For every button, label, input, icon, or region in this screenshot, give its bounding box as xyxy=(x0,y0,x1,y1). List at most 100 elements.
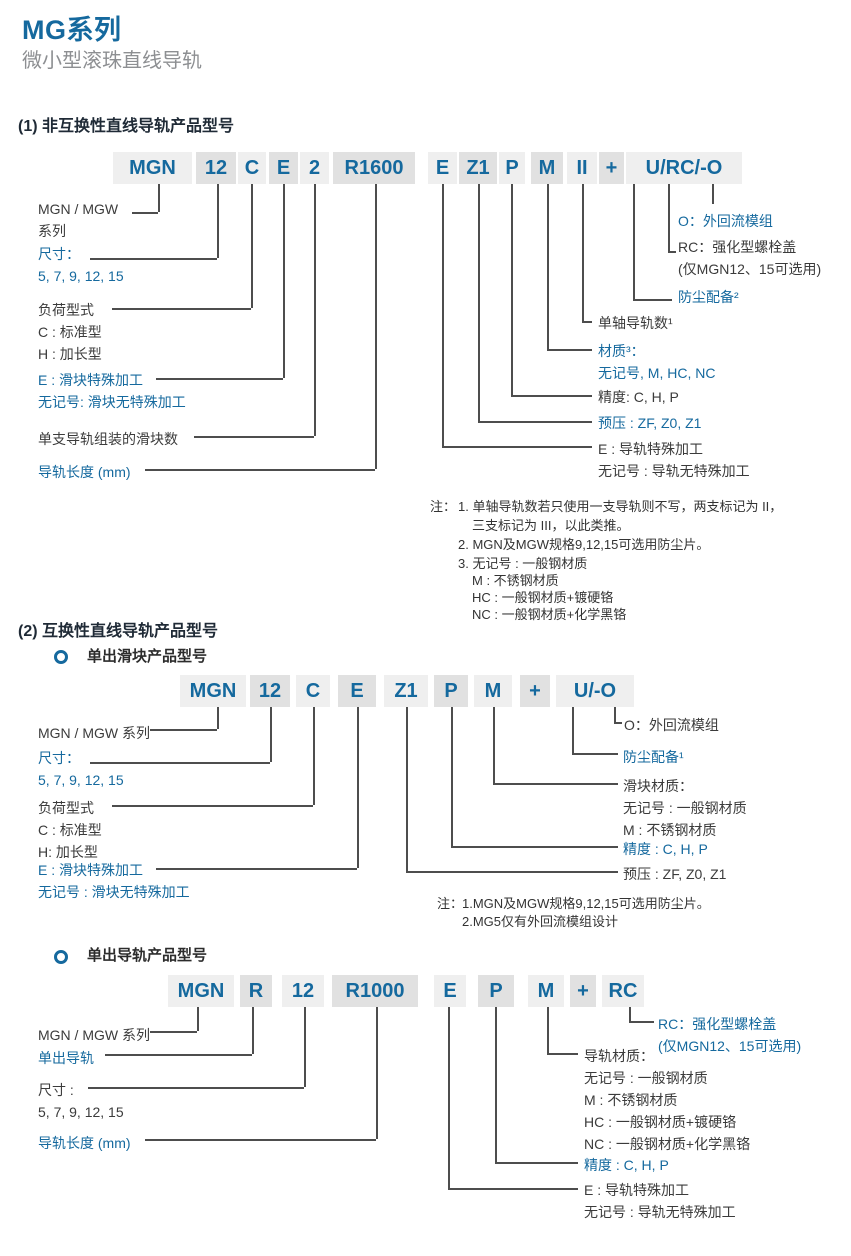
model-segment: P xyxy=(434,675,468,707)
connector-line xyxy=(270,707,272,762)
label-line: 单出导轨 xyxy=(38,1050,94,1066)
connector-line xyxy=(88,1087,304,1089)
model-segment: R xyxy=(240,975,272,1007)
label-line: 精度 : C, H, P xyxy=(584,1157,669,1173)
label-line: 无记号 : 滑块无特殊加工 xyxy=(38,884,190,900)
subsection-heading: 单出导轨产品型号 xyxy=(87,947,208,964)
spec-label: 材质³： 无记号, M, HC, NC xyxy=(598,340,715,384)
connector-line xyxy=(375,184,377,469)
note-marker: 注： xyxy=(437,896,464,911)
connector-line xyxy=(150,1031,197,1033)
connector-line xyxy=(668,251,676,253)
connector-line xyxy=(614,722,622,724)
spec-label: O：外回流模组 xyxy=(624,714,719,736)
connector-line xyxy=(376,1007,378,1139)
connector-line xyxy=(145,1139,376,1141)
connector-line xyxy=(112,308,251,310)
connector-line xyxy=(252,1007,254,1054)
spec-label: 防尘配备¹ xyxy=(623,746,684,768)
label-line: 系列 xyxy=(38,223,66,239)
connector-line xyxy=(495,1162,578,1164)
label-line: 单轴导轨数¹ xyxy=(598,315,673,331)
connector-line xyxy=(145,469,375,471)
spec-label: 预压 : ZF, Z0, Z1 xyxy=(598,412,701,434)
connector-line xyxy=(478,421,592,423)
connector-line xyxy=(712,184,714,204)
spec-label: RC：强化型螺栓盖 (仅MGN12、15可选用) xyxy=(678,236,821,280)
connector-line xyxy=(493,707,495,783)
spec-label: 尺寸 : 5, 7, 9, 12, 15 xyxy=(38,1079,124,1123)
connector-line xyxy=(105,1054,252,1056)
connector-line xyxy=(572,707,574,753)
connector-line xyxy=(582,184,584,321)
connector-line xyxy=(547,1053,578,1055)
label-line: M : 不锈钢材质 xyxy=(584,1092,678,1108)
connector-line xyxy=(668,184,670,251)
spec-label: 单出导轨 xyxy=(38,1047,94,1069)
note-line: HC : 一般钢材质+镀硬铬 xyxy=(472,590,614,605)
connector-line xyxy=(251,184,253,308)
spec-label: MGN / MGW 系列 xyxy=(38,1024,150,1046)
connector-line xyxy=(442,446,592,448)
connector-line xyxy=(448,1188,578,1190)
spec-label: 导轨长度 (mm) xyxy=(38,1132,131,1154)
spec-label: 单轴导轨数¹ xyxy=(598,312,673,334)
spec-label: MGN / MGW 系列 xyxy=(38,722,150,744)
connector-line xyxy=(313,707,315,805)
connector-line xyxy=(194,436,314,438)
connector-line xyxy=(629,1021,654,1023)
spec-label: 导轨长度 (mm) xyxy=(38,461,131,483)
connector-line xyxy=(633,299,672,301)
model-segment: + xyxy=(599,152,624,184)
label-line: H : 加长型 xyxy=(38,346,102,362)
spec-label: RC：强化型螺栓盖 (仅MGN12、15可选用) xyxy=(658,1013,801,1057)
label-line: 尺寸 : xyxy=(38,1082,74,1098)
model-segment: 12 xyxy=(282,975,324,1007)
connector-line xyxy=(547,184,549,349)
label-line: HC : 一般钢材质+镀硬铬 xyxy=(584,1114,737,1130)
model-segment: E xyxy=(428,152,457,184)
spec-label: 精度 : C, H, P xyxy=(584,1154,669,1176)
model-segment: MGN xyxy=(180,675,246,707)
model-segment: Z1 xyxy=(384,675,428,707)
label-line: MGN / MGW xyxy=(38,201,119,217)
model-segment: P xyxy=(478,975,514,1007)
label-line: C : 标准型 xyxy=(38,822,102,838)
page-title: MG系列 xyxy=(22,15,122,45)
label-line: RC：强化型螺栓盖 xyxy=(658,1016,777,1032)
connector-line xyxy=(283,184,285,378)
spec-label: O：外回流模组 xyxy=(678,210,773,232)
spec-label: 负荷型式 C : 标准型 H: 加长型 xyxy=(38,797,102,863)
label-line: E : 滑块特殊加工 xyxy=(38,862,144,878)
model-segment: MGN xyxy=(168,975,234,1007)
connector-line xyxy=(511,395,592,397)
label-line: E : 滑块特殊加工 xyxy=(38,372,144,388)
connector-line xyxy=(511,184,513,395)
label-line: 无记号 : 导轨无特殊加工 xyxy=(598,463,750,479)
connector-line xyxy=(132,212,158,214)
connector-line xyxy=(197,1007,199,1031)
label-line: M : 不锈钢材质 xyxy=(623,822,717,838)
spec-label: 负荷型式 C : 标准型 H : 加长型 xyxy=(38,299,102,365)
note-line: 2.MG5仅有外回流模组设计 xyxy=(462,914,619,929)
model-segment: M xyxy=(528,975,564,1007)
spec-label: 导轨材质： 无记号 : 一般钢材质 M : 不锈钢材质 HC : 一般钢材质+镀… xyxy=(584,1045,750,1155)
connector-line xyxy=(217,707,219,729)
spec-label: 预压 : ZF, Z0, Z1 xyxy=(623,863,726,885)
label-line: 导轨长度 (mm) xyxy=(38,1135,131,1151)
connector-line xyxy=(495,1007,497,1162)
connector-line xyxy=(156,378,283,380)
connector-line xyxy=(448,1007,450,1188)
connector-line xyxy=(217,184,219,258)
model-segment: RC xyxy=(602,975,644,1007)
label-line: NC : 一般钢材质+化学黑铬 xyxy=(584,1136,751,1152)
note-line: 2. MGN及MGW规格9,12,15可选用防尘片。 xyxy=(458,537,710,552)
section1-heading: (1) 非互换性直线导轨产品型号 xyxy=(18,118,235,135)
spec-label: 滑块材质： 无记号 : 一般钢材质 M : 不锈钢材质 xyxy=(623,775,747,841)
connector-line xyxy=(478,184,480,421)
label-line: 负荷型式 xyxy=(38,302,94,318)
model-segment: C xyxy=(238,152,266,184)
note-line: 1.MGN及MGW规格9,12,15可选用防尘片。 xyxy=(462,896,710,911)
spec-label: 尺寸： 5, 7, 9, 12, 15 xyxy=(38,747,124,791)
